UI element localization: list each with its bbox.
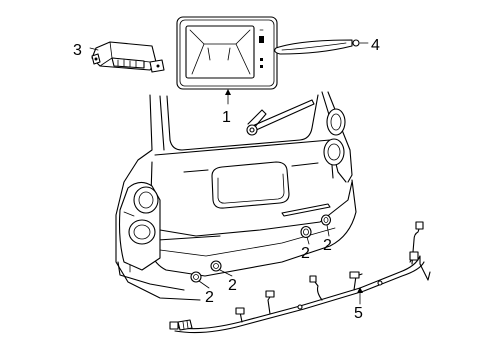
callout-2-sensor-3: 2: [301, 245, 310, 262]
callout-1: 1: [222, 109, 231, 126]
rear-wiper: [246, 99, 315, 136]
callout-2-sensor-4: 2: [323, 237, 332, 254]
sensor-housing: [274, 39, 360, 55]
control-module: [91, 41, 165, 73]
right-tail-lamps: [323, 108, 346, 166]
callout-2-sensor-1: 2: [205, 289, 214, 306]
parking-sensor-2: [210, 260, 222, 272]
rear-view-display: [176, 16, 278, 90]
left-tail-lamps: [118, 181, 161, 271]
wiring-harness: [169, 221, 431, 334]
callout-4: 4: [371, 37, 380, 54]
parking-sensor-1: [190, 271, 202, 283]
callout-3: 3: [73, 42, 82, 59]
parking-sensor-4: [320, 214, 332, 226]
parking-sensor-3: [300, 225, 312, 239]
leader-lines: [89, 42, 369, 305]
callout-2-sensor-2: 2: [228, 277, 237, 294]
callout-5: 5: [354, 305, 363, 322]
